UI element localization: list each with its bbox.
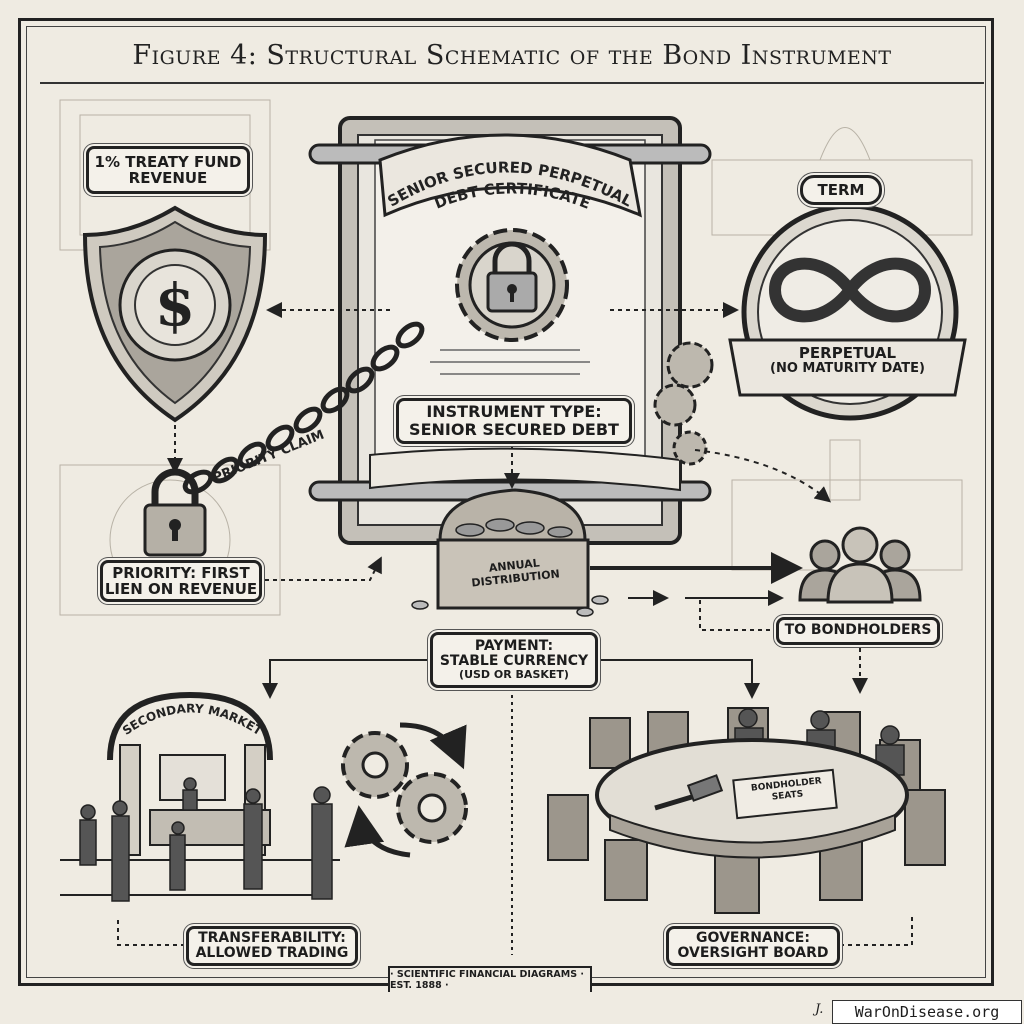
trading-gears-icon: [341, 722, 468, 858]
arrow-payment-to-market: [262, 659, 430, 699]
gear-lock-icon: [455, 228, 569, 342]
artist-signature: J.: [815, 1002, 824, 1017]
watermark-link[interactable]: WarOnDisease.org: [832, 1000, 1022, 1024]
side-gears-icon: [653, 341, 714, 466]
payment-label: PAYMENT:STABLE CURRENCY(USD OR BASKET): [430, 632, 598, 688]
perpetual-line1: PERPETUAL: [798, 344, 897, 362]
governance-label: GOVERNANCE:OVERSIGHT BOARD: [666, 926, 840, 966]
transferability-line1: TRANSFERABILITY:: [198, 929, 346, 946]
board-table-scene: [547, 707, 946, 914]
shield-dollar-icon: $: [82, 205, 268, 423]
transferability-label: TRANSFERABILITY:ALLOWED TRADING: [186, 926, 358, 966]
connector-transferability: [117, 920, 185, 946]
treasure-chest-icon: [411, 488, 609, 617]
payment-line1: PAYMENT:: [474, 637, 554, 654]
arrow-to-bondholders-curved: [694, 449, 832, 503]
governance-line1: GOVERNANCE:: [696, 929, 810, 946]
payment-line3: (USD OR BASKET): [459, 668, 569, 682]
arrow-payment-to-board: [598, 659, 760, 699]
payment-line2: STABLE CURRENCY: [439, 652, 589, 669]
svg-text:$: $: [155, 271, 195, 339]
instrument-line2: SENIOR SECURED DEBT: [409, 420, 619, 439]
instrument-type-label: INSTRUMENT TYPE:SENIOR SECURED DEBT: [396, 398, 632, 444]
infinity-clock-icon: [728, 195, 967, 421]
priority-line2: LIEN ON REVENUE: [104, 580, 258, 598]
perpetual-banner: PERPETUAL(NO MATURITY DATE): [740, 345, 955, 376]
transferability-line2: ALLOWED TRADING: [195, 945, 349, 961]
arrow-priority-to-chest: [265, 556, 382, 581]
chain-icon: [182, 321, 425, 495]
governance-line2: OVERSIGHT BOARD: [677, 945, 829, 961]
revenue-label: 1% TREATY FUND REVENUE: [86, 146, 250, 194]
priority-line1: PRIORITY: FIRST: [112, 563, 250, 582]
term-text: TERM: [817, 180, 865, 199]
figure-title: Figure 4: Structural Schematic of the Bo…: [132, 40, 892, 71]
bondholders-icon: [798, 526, 922, 604]
connector-to-bondholders: [699, 600, 770, 631]
term-label: TERM: [800, 175, 882, 205]
to-bondholders-text: TO BONDHOLDERS: [784, 622, 932, 639]
to-bondholders-label: TO BONDHOLDERS: [776, 617, 940, 645]
perpetual-line2: (NO MATURITY DATE): [770, 360, 925, 376]
secondary-market-scene: [60, 691, 340, 902]
footer-plaque: · SCIENTIFIC FINANCIAL DIAGRAMS · EST. 1…: [388, 966, 592, 992]
padlock-icon: [143, 468, 207, 557]
revenue-label-text: 1% TREATY FUND REVENUE: [94, 152, 242, 187]
title-divider: [40, 82, 984, 84]
instrument-line1: INSTRUMENT TYPE:: [426, 402, 602, 422]
connector-governance: [840, 915, 913, 946]
